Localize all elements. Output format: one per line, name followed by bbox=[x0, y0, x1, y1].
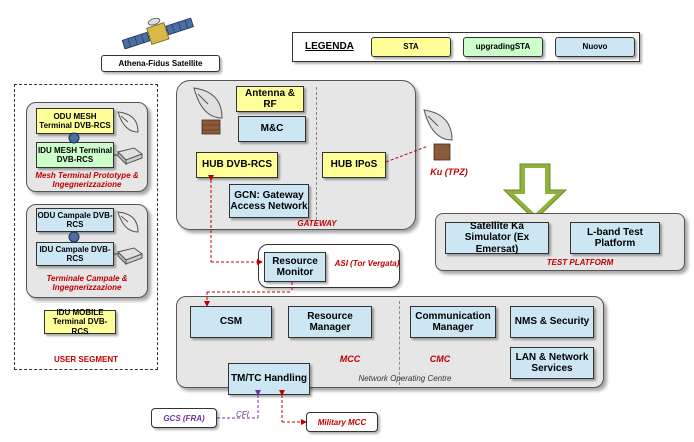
communication-manager-box[interactable]: Communication Manager bbox=[410, 306, 496, 338]
legend-upgrading: upgradingSTA bbox=[463, 37, 543, 57]
noc-label: Network Operating Centre bbox=[358, 374, 452, 383]
user-segment-label: USER SEGMENT bbox=[53, 355, 118, 364]
test-platform-label: TEST PLATFORM bbox=[546, 258, 614, 267]
legend-title: LEGENDA bbox=[305, 41, 354, 52]
resource-monitor-box[interactable]: Resource Monitor bbox=[264, 252, 326, 282]
hub-dvb-rcs-box[interactable]: HUB DVB-RCS bbox=[196, 152, 278, 178]
gcs-box[interactable]: GCS (FRA) bbox=[151, 408, 217, 428]
hub-ipos-box[interactable]: HUB IPoS bbox=[322, 152, 386, 178]
asi-label: ASI (Tor Vergata) bbox=[334, 259, 400, 268]
idu-campale-box[interactable]: IDU Campale DVB-RCS bbox=[36, 242, 114, 266]
campale-dish-icon bbox=[114, 210, 142, 236]
ku-label: Ku (TPZ) bbox=[430, 167, 468, 177]
mc-box[interactable]: M&C bbox=[238, 116, 306, 142]
noc-divider bbox=[399, 301, 400, 385]
mesh-modem-icon bbox=[116, 146, 144, 166]
satellite-dish-icon bbox=[188, 84, 230, 136]
csm-box[interactable]: CSM bbox=[190, 306, 272, 338]
antenna-rf-box[interactable]: Antenna & RF bbox=[236, 86, 304, 112]
gateway-label: GATEWAY bbox=[297, 219, 337, 228]
campale-caption: Terminale Campale & Ingegnerizzazione bbox=[46, 274, 128, 292]
campale-modem-icon bbox=[116, 246, 144, 266]
legend: LEGENDA STA upgradingSTA Nuovo bbox=[292, 32, 640, 62]
odu-campale-box[interactable]: ODU Campale DVB-RCS bbox=[36, 208, 114, 232]
idu-mesh-box[interactable]: IDU MESH Terminal DVB-RCS bbox=[36, 142, 114, 168]
legend-nuovo: Nuovo bbox=[555, 37, 635, 57]
cmc-label: CMC bbox=[429, 354, 451, 364]
cfi-label: CFI bbox=[236, 410, 249, 419]
nms-box[interactable]: NMS & Security bbox=[510, 306, 594, 338]
satellite-icon bbox=[118, 12, 198, 56]
satellite-ka-box[interactable]: Satellite Ka Simulator (Ex Emersat) bbox=[445, 221, 549, 255]
campale-joint-icon bbox=[68, 231, 80, 243]
gateway-divider bbox=[316, 87, 317, 225]
down-arrow-icon bbox=[500, 162, 570, 224]
mesh-joint-icon bbox=[68, 132, 80, 144]
ku-link bbox=[385, 145, 429, 163]
tmtc-box[interactable]: TM/TC Handling bbox=[228, 363, 310, 395]
satellite-label: Athena-Fidus Satellite bbox=[101, 55, 220, 72]
idu-mobile-box[interactable]: IDU MOBILE Terminal DVB-RCS bbox=[44, 308, 116, 336]
odu-mesh-box[interactable]: ODU MESH Terminal DVB-RCS bbox=[36, 108, 114, 134]
gcn-box[interactable]: GCN: Gateway Access Network bbox=[229, 184, 309, 218]
resource-manager-box[interactable]: Resource Manager bbox=[288, 306, 372, 338]
military-mcc-box[interactable]: Military MCC bbox=[306, 412, 378, 432]
military-mcc-label: Military MCC bbox=[317, 417, 367, 427]
gcs-label: GCS (FRA) bbox=[163, 413, 205, 423]
ku-dish-icon bbox=[418, 106, 460, 162]
lan-box[interactable]: LAN & Network Services bbox=[510, 347, 594, 379]
mcc-label: MCC bbox=[339, 354, 361, 364]
mesh-dish-icon bbox=[114, 110, 142, 136]
lband-box[interactable]: L-band Test Platform bbox=[570, 222, 660, 254]
legend-sta: STA bbox=[371, 37, 451, 57]
mesh-caption: Mesh Terminal Prototype & Ingegnerizzazi… bbox=[35, 171, 139, 189]
